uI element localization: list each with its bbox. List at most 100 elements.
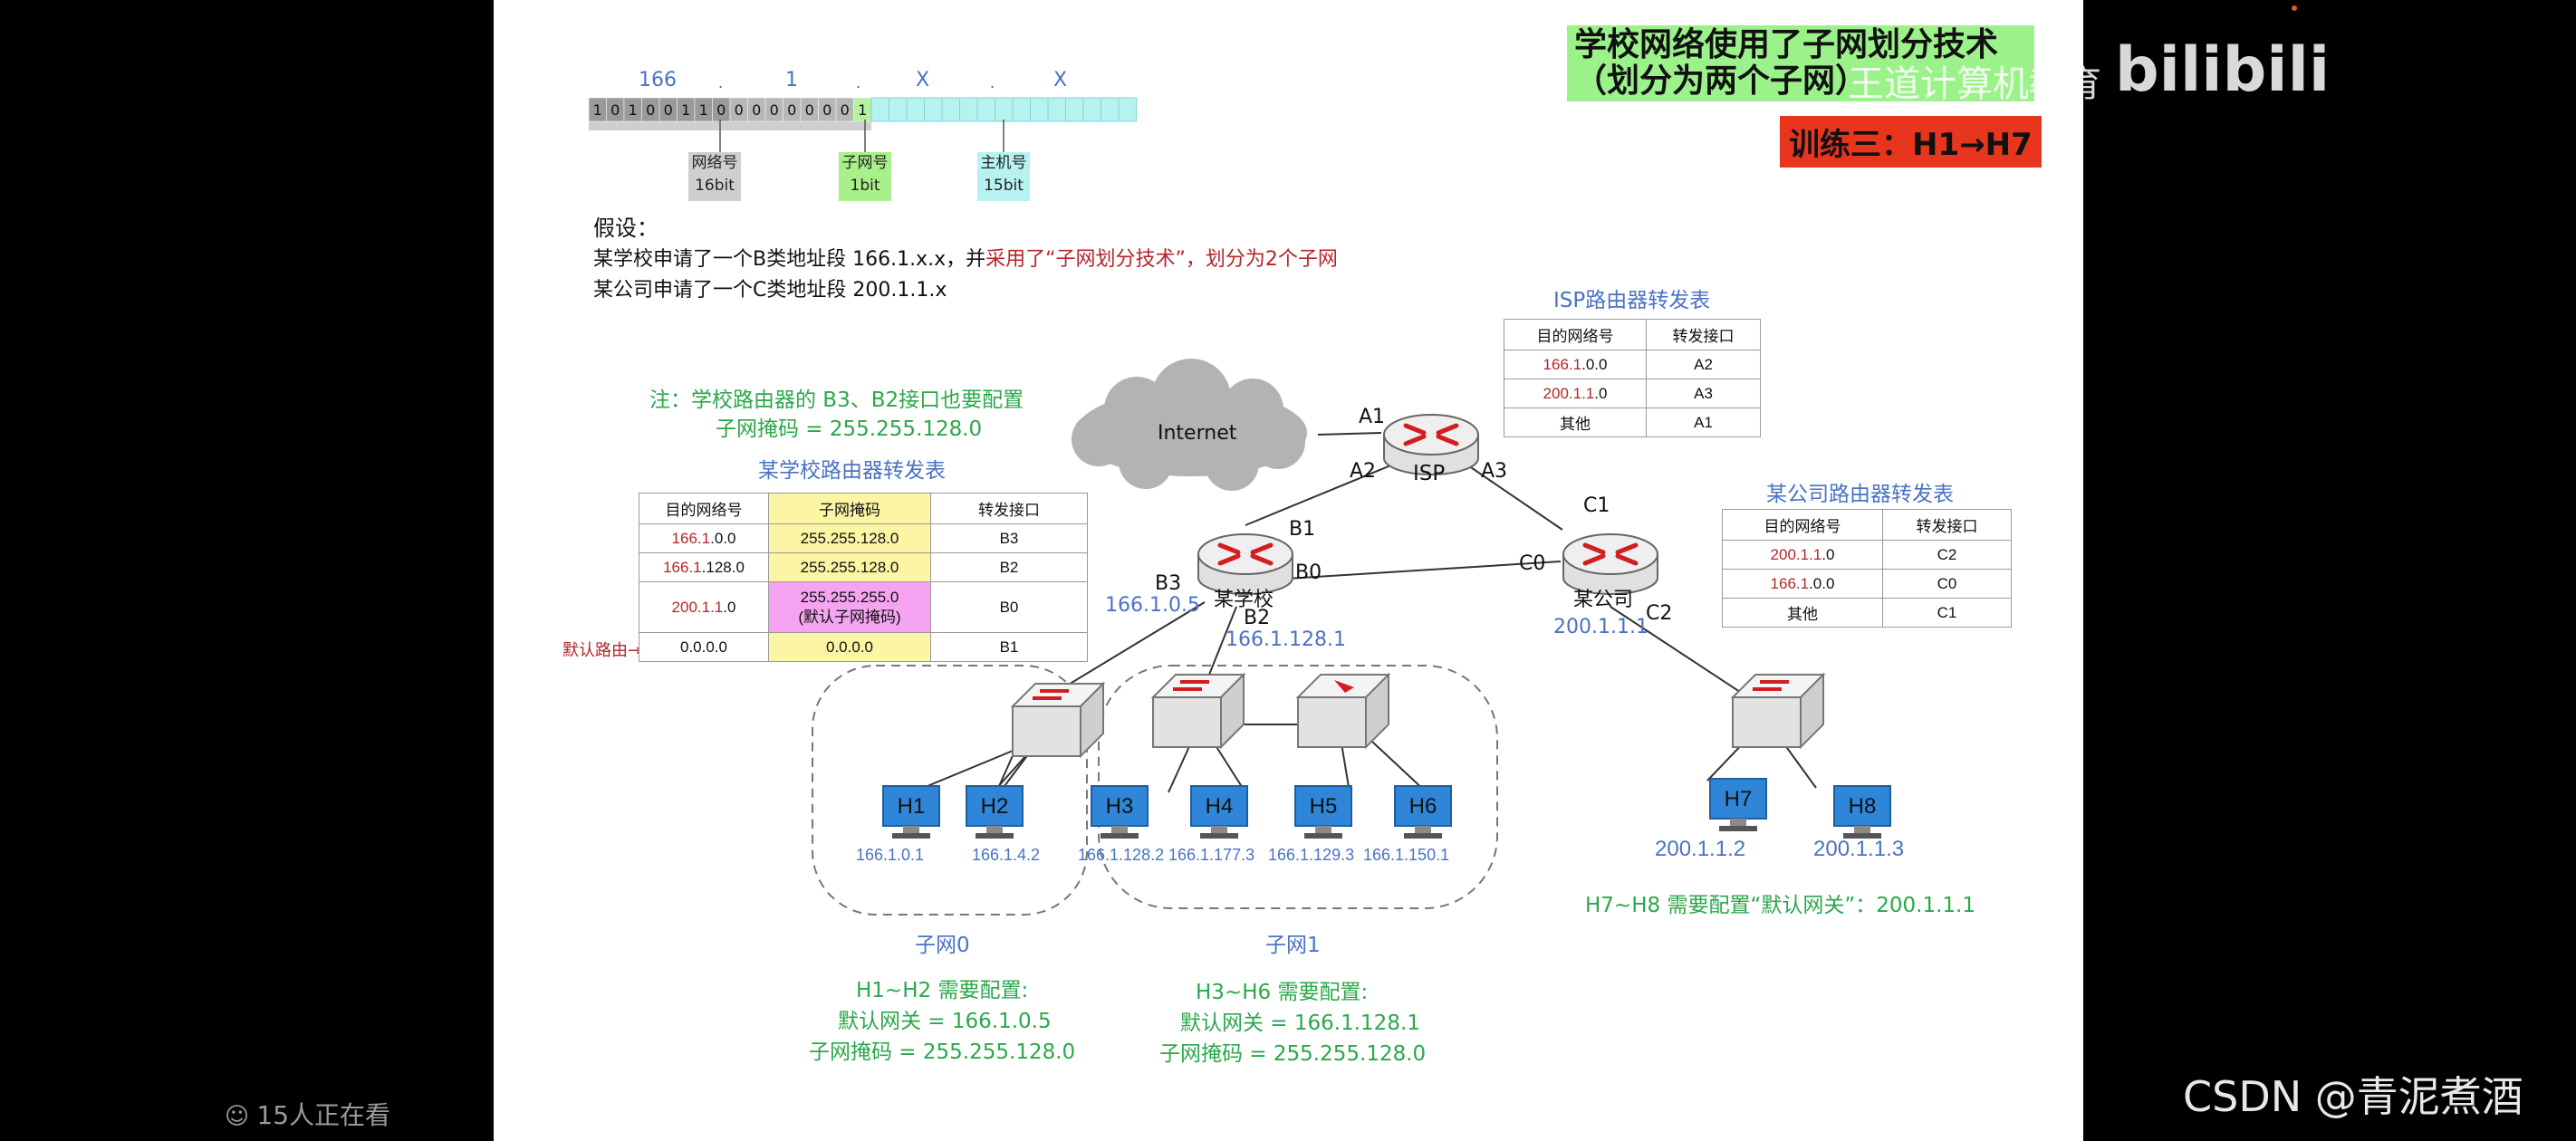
bit-value: 1	[858, 101, 867, 119]
company-header-port: 转发接口	[1881, 509, 2013, 541]
company-net-suffix: .0.0	[1809, 574, 1835, 592]
switch-subnet0[interactable]	[1010, 681, 1106, 759]
tag-network-title: 网络号	[691, 154, 738, 172]
isp-row-port: A1	[1646, 408, 1761, 437]
port-b1: B1	[1289, 518, 1316, 541]
host-name: H5	[1310, 794, 1338, 819]
host-bit-cell	[976, 97, 995, 122]
isp-table-title: ISP路由器转发表	[1553, 289, 1711, 312]
host-bit-cell	[1101, 97, 1120, 122]
port-b2: B2	[1244, 607, 1271, 629]
bit-value: 1	[629, 101, 638, 119]
host-name: H3	[1106, 794, 1134, 819]
school-row-port: B2	[930, 552, 1088, 582]
bit-value: 0	[822, 101, 831, 119]
host-h5-pc[interactable]: H5	[1294, 785, 1352, 839]
school-table-title: 某学校路由器转发表	[758, 459, 946, 483]
host-name: H7	[1725, 787, 1753, 811]
bit-value: 0	[716, 101, 726, 119]
training-badge: 训练三：H1→H7	[1780, 116, 2042, 168]
ip-b3: 166.1.0.5	[1105, 594, 1200, 617]
assumption-line1-b: 采用了“子网划分技术”，划分为2个子网	[985, 248, 1338, 271]
bit-value: 0	[805, 101, 814, 119]
host-h1-pc[interactable]: H1	[882, 785, 940, 839]
config-company: H7~H8 需要配置“默认网关”：200.1.1.1	[1585, 894, 1976, 917]
isp-net-prefix: 200.1.1	[1543, 384, 1595, 402]
port-a2: A2	[1350, 460, 1377, 483]
title-line2: （划分为两个子网）	[1574, 62, 1869, 100]
host-h7-pc[interactable]: H7	[1709, 778, 1767, 831]
host-bit-cell	[1047, 97, 1066, 122]
switch-company[interactable]	[1730, 672, 1826, 750]
host-h2-pc[interactable]: H2	[966, 785, 1024, 839]
host-bit-cell	[995, 97, 1014, 122]
company-net-suffix: .0	[1821, 545, 1835, 563]
host-h3-pc[interactable]: H3	[1091, 785, 1149, 839]
company-header-net: 目的网络号	[1722, 509, 1883, 541]
subnet0-label: 子网0	[915, 934, 970, 957]
octet-label-x2: X	[1053, 69, 1068, 91]
isp-router-label: ISP	[1413, 462, 1446, 485]
tag-network-bits: 网络号 16bit	[688, 152, 741, 201]
isp-router[interactable]	[1383, 414, 1479, 475]
school-net-suffix: .0	[723, 598, 736, 616]
school-net-prefix: 166.1	[663, 558, 702, 576]
host-h8-pc[interactable]: H8	[1833, 785, 1891, 839]
bit-value: 0	[752, 101, 761, 119]
default-route-label: 默认路由→	[562, 641, 642, 660]
tag-subnet-bits: 子网号 1bit	[839, 152, 891, 201]
assumption-line2: 某公司申请了一个C类地址段 200.1.1.x	[593, 279, 947, 302]
bit-value: 0	[610, 101, 620, 119]
host-ip: 166.1.150.1	[1363, 846, 1449, 864]
school-row-mask: 255.255.128.0	[768, 523, 931, 553]
subnet0-region	[812, 665, 1088, 916]
csdn-watermark: CSDN @青泥煮酒	[2183, 1072, 2523, 1121]
host-bit-cell	[924, 97, 943, 122]
isp-row-net: 166.1.0.0	[1503, 350, 1648, 379]
subnet1-region	[1098, 665, 1498, 909]
port-c2: C2	[1646, 602, 1673, 625]
company-row-net: 166.1.0.0	[1722, 569, 1883, 599]
bilibili-logo: bilibili	[2115, 34, 2331, 106]
config-sub1-line1: H3~H6 需要配置:	[1196, 981, 1369, 1004]
tag-network-bits-count: 16bit	[695, 177, 735, 195]
host-name: H6	[1409, 794, 1437, 819]
school-row-port: B3	[930, 523, 1088, 553]
bit-value: 1	[593, 101, 602, 119]
school-row-mask: 255.255.128.0	[768, 552, 931, 582]
school-net-suffix: 0.0.0.0	[680, 638, 727, 656]
school-net-suffix: .128.0	[701, 558, 745, 576]
bit-value: 0	[664, 101, 673, 119]
port-b3: B3	[1155, 572, 1182, 595]
isp-row-net: 其他	[1503, 408, 1648, 437]
isp-row-port: A3	[1646, 379, 1761, 408]
company-row-port: C2	[1881, 540, 2013, 570]
school-row-mask-default: 255.255.255.0(默认子网掩码)	[768, 581, 931, 633]
school-row-net: 200.1.1.0	[639, 581, 769, 633]
host-h4-pc[interactable]: H4	[1190, 785, 1248, 839]
host-ip: 200.1.1.2	[1655, 837, 1745, 861]
company-row-port: C0	[1881, 569, 2013, 599]
company-router[interactable]	[1562, 533, 1658, 595]
assumption-line1-a: 某学校申请了一个B类地址段 166.1.x.x，并	[593, 248, 986, 271]
school-mask-note: (默认子网掩码)	[798, 608, 901, 626]
bit-value: 1	[681, 101, 690, 119]
dot-label-1: .	[718, 74, 724, 91]
school-router[interactable]	[1197, 533, 1293, 595]
bit-value: 0	[770, 101, 779, 119]
host-bit-cell	[889, 97, 908, 122]
switch-subnet1-b[interactable]	[1295, 672, 1391, 750]
host-ip: 166.1.129.3	[1268, 846, 1354, 864]
school-header-net: 目的网络号	[639, 493, 769, 524]
switch-subnet1-a[interactable]	[1150, 672, 1246, 750]
config-sub1-line2: 默认网关 = 166.1.128.1	[1180, 1012, 1420, 1035]
host-h6-pc[interactable]: H6	[1394, 785, 1452, 839]
ip-b2: 166.1.128.1	[1226, 628, 1346, 651]
school-row-port: B1	[930, 632, 1088, 662]
bit-value: 0	[646, 101, 655, 119]
viewers-count: ☺ 15人正在看	[225, 1100, 391, 1130]
school-net-prefix: 200.1.1	[671, 598, 724, 616]
tag-subnet-bits-count: 1bit	[850, 177, 880, 195]
school-header-mask: 子网掩码	[768, 493, 931, 524]
